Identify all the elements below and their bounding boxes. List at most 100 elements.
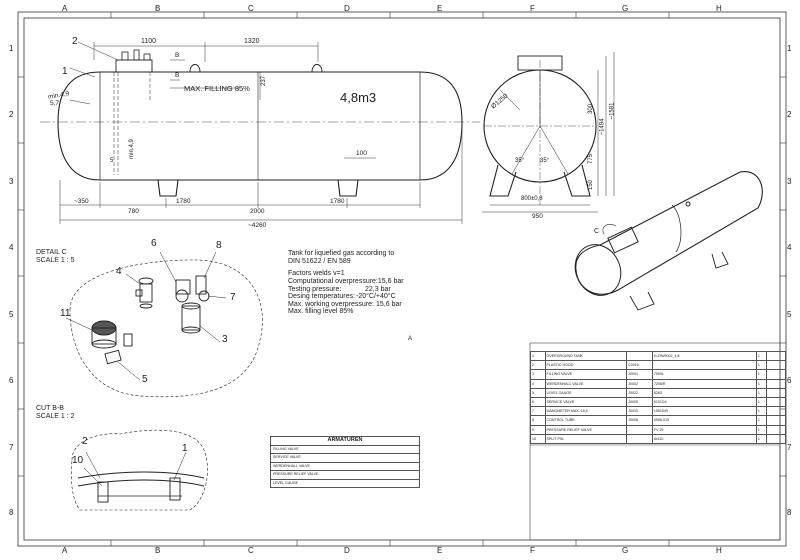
note-welds: Factors welds v=1 [288, 270, 345, 277]
bom-cell-name: LEVEL GAUGE [544, 387, 628, 398]
grid-row-6-right: 6 [787, 376, 792, 385]
max-filling-label: MAX. FILLING 85% [184, 84, 250, 93]
bom-cell-n: 4 [530, 378, 546, 389]
grid-col-a-bottom: A [62, 546, 68, 555]
bom-cell-spec: 7009L [651, 369, 757, 380]
angle-35-right: 35° [540, 158, 550, 164]
dim-775: 775 [588, 153, 595, 165]
bom-cell-q: 1 [755, 387, 767, 398]
bom-cell-spec: 0906-015 [651, 415, 757, 426]
grid-row-8-right: 8 [787, 508, 792, 517]
dim-57: 5,7 [50, 100, 60, 107]
bom-cell-code [626, 433, 653, 444]
grid-col-b-bottom: B [155, 546, 161, 555]
dim-100: 100 [356, 150, 367, 157]
bom-cell-name: OVERGROUND TANK [544, 350, 628, 362]
balloon-8: 8 [216, 240, 222, 251]
armaturen-row: SERVICE VALVE [270, 453, 420, 463]
grid-row-4-right: 4 [787, 243, 792, 252]
balloon-1-front: 1 [62, 66, 68, 77]
grid-row-5-left: 5 [9, 310, 14, 319]
front-view-dimensions [59, 41, 463, 224]
grid-col-f-bottom: F [530, 546, 535, 555]
armaturen-table: ARMATUREN FILLING VALVE SERVICE VALVE WE… [270, 436, 420, 488]
armaturen-row: FILLING VALVE [270, 444, 420, 454]
balloon-7: 7 [230, 292, 236, 303]
note-testing: Testing pressure: [288, 286, 342, 293]
dim-1581: ~1581 [609, 102, 616, 120]
bom-cell-code: J0010 [626, 406, 653, 417]
bom-cell-name: CONTROL TUBE [544, 415, 628, 426]
balloon-11: 11 [60, 308, 71, 319]
grid-row-6-left: 6 [9, 376, 14, 385]
dim-237: 237 [261, 75, 268, 87]
bom-cell-q: 1 [755, 424, 767, 435]
grid-row-3-left: 3 [9, 177, 14, 186]
saddle-right [337, 179, 359, 197]
balloon-6: 6 [151, 238, 157, 249]
balloon-10-cut: 10 [72, 455, 84, 466]
note-temperatures-value: -20°C/+40°C [356, 293, 396, 300]
bom-cell-n: 9 [530, 424, 546, 435]
note-temperatures: Desing temperatures: [288, 293, 355, 300]
volume-label: 4,8m3 [340, 90, 377, 105]
grid-col-c-top: C [248, 4, 254, 13]
dim-min49-lower: min.4,9 [128, 139, 135, 159]
dim-1780-right: 1780 [330, 198, 345, 205]
dim-2000: 2000 [250, 208, 265, 215]
grid-row-4-left: 4 [9, 243, 14, 252]
bom-cell-blank [765, 360, 787, 371]
bom-cell-q: 1 [755, 415, 767, 426]
bom-cell-n: 8 [530, 415, 546, 426]
bom-cell-q: 1 [755, 396, 767, 408]
bom-cell-n: 10 [530, 433, 546, 444]
grid-col-e-top: E [437, 4, 443, 13]
note-a-mark: A [408, 336, 413, 342]
detail-c-boundary [69, 259, 263, 398]
cut-bb-scale: SCALE 1 : 2 [36, 413, 75, 420]
iso-end-cap [574, 244, 622, 296]
dim-800: 800±0,8 [521, 196, 543, 202]
grid-col-h-top: H [716, 4, 722, 13]
saddle-side-right [563, 164, 591, 197]
grid-col-e-bottom: E [437, 546, 443, 555]
bom-cell-blank [765, 396, 787, 408]
dim-4260: ~4260 [248, 222, 267, 229]
bom-cell-name: SPLIT PIN [544, 433, 628, 444]
bom-cell-name: SERVICE VALVE [544, 396, 628, 408]
grid-row-8-left: 8 [9, 508, 14, 517]
grid-row-3-right: 3 [787, 177, 792, 186]
balloon-5: 5 [142, 374, 148, 385]
cut-bb-view [70, 429, 208, 511]
bom-cell-spec: 6283 [651, 387, 757, 398]
bom-cell-name: PRESSURE RELIEF VALVE [544, 424, 628, 435]
bom-cell-code: J0022 [626, 387, 653, 398]
grid-row-5-right: 5 [787, 310, 792, 319]
bom-cell-code [626, 424, 653, 435]
bom-cell-blank [765, 387, 787, 398]
cut-bb-boundary [70, 429, 208, 511]
grid-row-1-right: 1 [787, 44, 792, 53]
grid-col-a-top: A [62, 4, 68, 13]
bom-cell-spec: 7208/R [651, 378, 757, 389]
dim-350: ~350 [74, 198, 89, 205]
saddle-left [157, 179, 179, 197]
detail-c-view [65, 251, 263, 398]
balloon-4: 4 [116, 266, 122, 277]
bom-cell-n: 2 [530, 360, 546, 371]
note-working-value: 15,6 bar [376, 301, 402, 308]
note-working: Max. working overpressure: [288, 301, 374, 308]
bom-cell-q: 1 [755, 433, 767, 444]
iso-shell [575, 171, 763, 295]
bom-cell-blank [765, 369, 787, 380]
front-view-tank [40, 49, 480, 197]
bom-cell-name: FILLING VALVE [544, 369, 628, 380]
